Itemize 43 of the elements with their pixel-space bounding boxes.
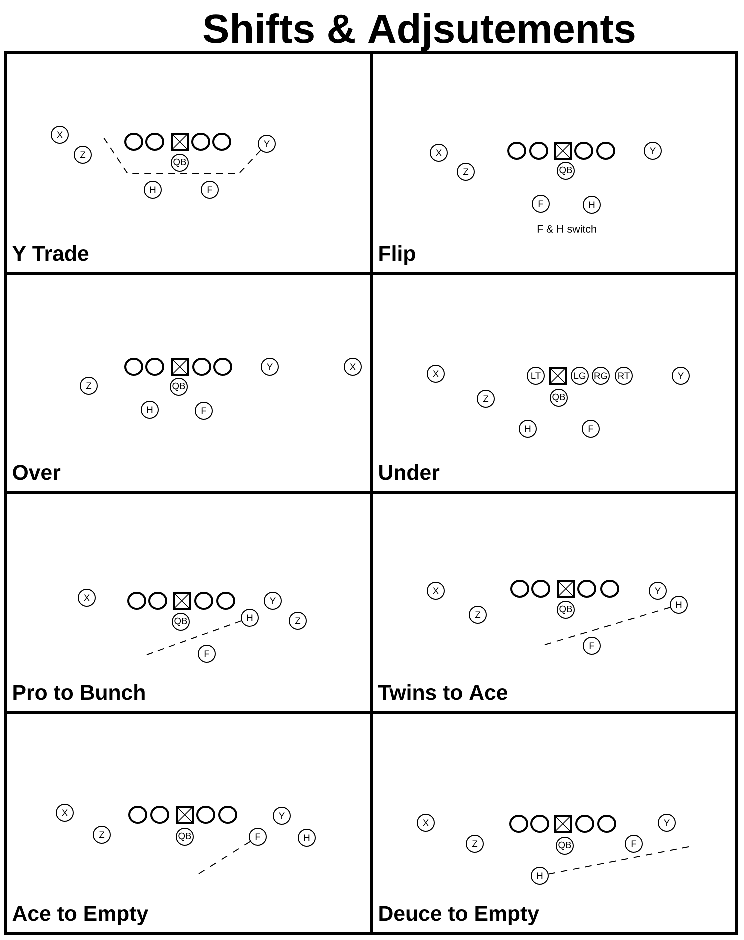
lineman-circle [530, 815, 550, 833]
lineman-circle [192, 133, 210, 151]
lineman-circle [578, 580, 596, 598]
lineman-circle [574, 142, 594, 160]
crossed-box [173, 592, 191, 610]
lineman-circle [596, 142, 616, 160]
crossed-box [171, 133, 189, 151]
lineman-circle [508, 142, 526, 160]
lineman-circle [600, 580, 620, 598]
dashed-line [146, 620, 242, 656]
crossed-box [171, 358, 189, 376]
lineman-circle [192, 358, 212, 376]
crossed-box [549, 367, 567, 385]
lineman-circle [510, 580, 530, 598]
lineman-circle [530, 142, 548, 160]
dashed-line [544, 607, 671, 646]
crossed-box [557, 580, 575, 598]
lineman-circle [196, 806, 216, 824]
lineman-circle [218, 806, 238, 824]
lineman-circle [146, 133, 164, 151]
crossed-box [554, 142, 572, 160]
lineman-circle [148, 592, 168, 610]
lineman-circle [146, 358, 164, 376]
title: Shifts & Adjsutements [204, 14, 635, 52]
crossed-box [554, 815, 572, 833]
lineman-circle [510, 815, 528, 833]
dashed-line [548, 846, 690, 875]
lineman-circle [576, 815, 594, 833]
dashed-line [198, 841, 251, 874]
lineman-circle [214, 358, 232, 376]
lineman-circle [598, 815, 616, 833]
dashed-line [104, 138, 262, 174]
lineman-circle [216, 592, 236, 610]
lineman-circle [124, 358, 144, 376]
lineman-circle [150, 806, 170, 824]
lineman-circle [128, 592, 146, 610]
lineman-circle [128, 806, 148, 824]
lineman-circle [532, 580, 550, 598]
crossed-box [176, 806, 194, 824]
lineman-circle [194, 592, 214, 610]
lineman-circle [124, 133, 144, 151]
note: F & H switch [538, 225, 596, 233]
lineman-circle [212, 133, 232, 151]
